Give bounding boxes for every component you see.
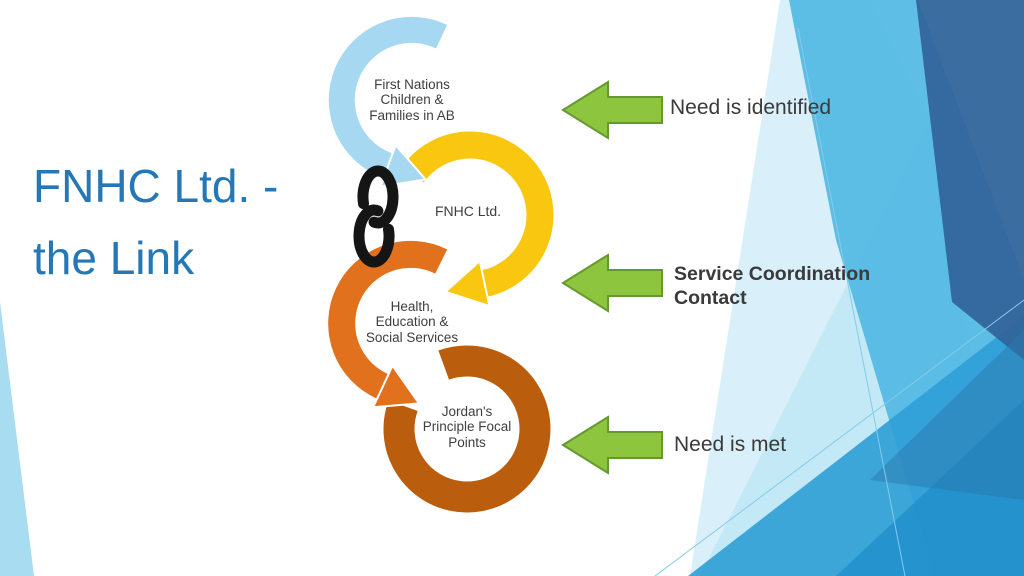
annotation-service-coordination: Service Coordination Contact — [674, 263, 871, 309]
ring-first-nations — [328, 16, 448, 179]
ring-health-education — [328, 240, 448, 399]
chain-link-icon — [353, 165, 399, 268]
slide-title: FNHC Ltd. - the Link — [33, 150, 353, 294]
slide-title-line2: the Link — [33, 232, 195, 284]
left-arrow-need-identified — [561, 80, 663, 140]
node-label-line: Children & — [380, 92, 444, 108]
node-label-line: Social Services — [365, 329, 459, 345]
left-arrow-need-met — [561, 415, 663, 475]
node-label-line: First Nations — [374, 76, 450, 92]
node-label-line: Education & — [375, 314, 449, 330]
node-label-line: Jordan's — [441, 403, 493, 419]
slide-title-line1: FNHC Ltd. - — [33, 160, 279, 212]
background-left-sliver — [0, 302, 34, 576]
node-label-line: FNHC Ltd. — [434, 203, 502, 220]
annotation-need-identified: Need is identified — [670, 96, 832, 119]
background-diagonal-line — [654, 299, 1024, 576]
node-label-health-education: Health, Education & Social Services — [332, 290, 492, 354]
node-label-line: Health, — [390, 298, 434, 314]
ring-jordans-principle — [383, 345, 551, 513]
node-label-fnhc-ltd: FNHC Ltd. — [388, 182, 548, 242]
chain-link-bottom — [353, 204, 395, 268]
node-label-line: Points — [448, 434, 486, 450]
background-dark-band — [916, 0, 1024, 360]
arrowhead-fnhc-to-health — [443, 259, 491, 308]
background-diagonal-line — [797, 27, 906, 576]
node-label-line: Principle Focal — [422, 419, 512, 435]
node-label-jordans-principle: Jordan's Principle Focal Points — [387, 395, 547, 459]
chain-link-top — [357, 165, 399, 229]
node-label-first-nations: First Nations Children & Families in AB — [332, 68, 492, 132]
background-mid-overlay-triangle — [870, 330, 1024, 500]
arrowhead-health-to-jordans — [371, 363, 421, 409]
node-label-line: Families in AB — [369, 107, 455, 123]
annotation-need-met: Need is met — [674, 433, 787, 456]
ring-fnhc-ltd — [401, 131, 554, 297]
left-arrow-service-coordination — [561, 253, 663, 313]
